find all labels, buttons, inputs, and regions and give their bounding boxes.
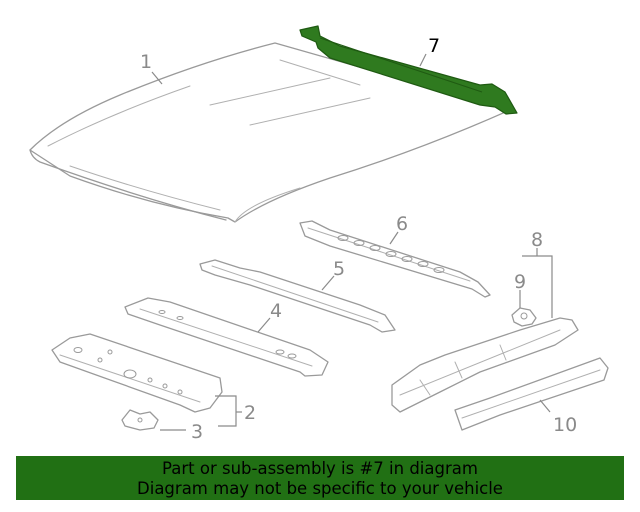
callout-9: 9 — [514, 271, 526, 293]
roof-bow-part-7[interactable] — [299, 25, 518, 115]
leader-lines — [151, 53, 553, 431]
callout-8: 8 — [531, 229, 543, 251]
callout-7: 7 — [428, 35, 440, 57]
clip-part-9[interactable] — [511, 307, 537, 327]
front-header-panel-part-2[interactable] — [51, 333, 223, 413]
callout-3: 3 — [191, 421, 203, 443]
rear-header-rail-part-6[interactable] — [299, 220, 491, 298]
roof-panel-part-1[interactable] — [29, 42, 511, 223]
bracket-part-3[interactable] — [121, 409, 159, 431]
roof-bow-part-5[interactable] — [199, 259, 396, 333]
parts-diagram: 1 7 6 5 4 2 3 8 9 10 — [29, 25, 609, 443]
callout-6: 6 — [396, 213, 408, 235]
roof-bow-part-4[interactable] — [124, 297, 329, 377]
side-rail-part-8[interactable] — [391, 317, 579, 413]
callout-10: 10 — [553, 414, 577, 436]
callout-1: 1 — [140, 51, 152, 73]
banner-line-2: Diagram may not be specific to your vehi… — [137, 479, 503, 498]
callout-4: 4 — [270, 300, 282, 322]
callout-2: 2 — [244, 402, 256, 424]
outer-rail-part-10[interactable] — [454, 357, 609, 431]
banner-line-1: Part or sub-assembly is #7 in diagram — [162, 459, 478, 478]
info-banner: Part or sub-assembly is #7 in diagram Di… — [16, 456, 624, 500]
callout-5: 5 — [333, 258, 345, 280]
